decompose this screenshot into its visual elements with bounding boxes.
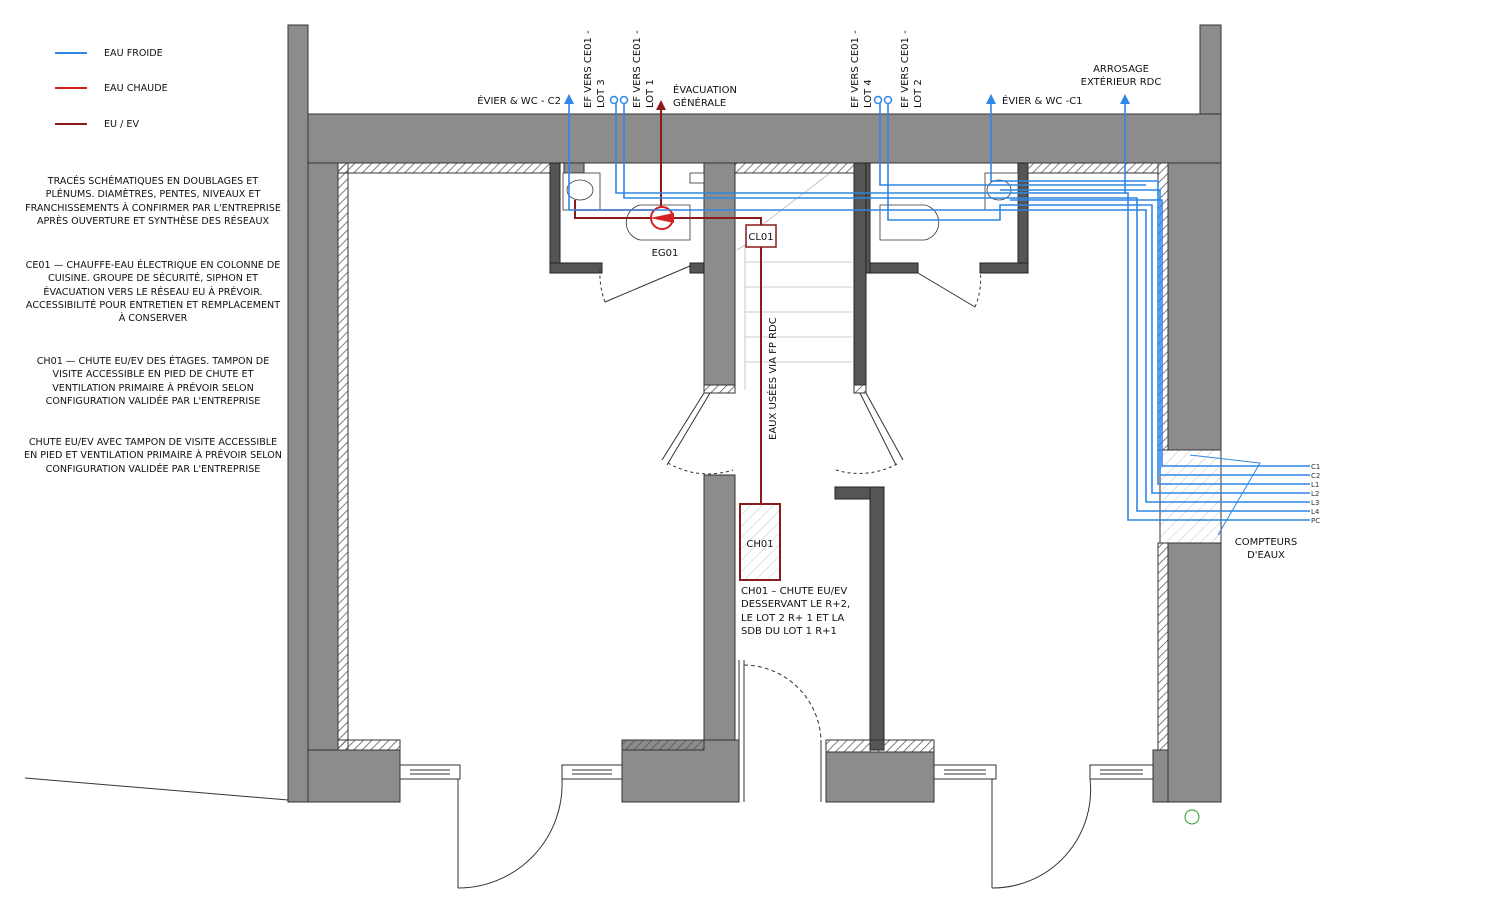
meter-l2: L2 <box>1311 490 1319 498</box>
legend-label: EU / EV <box>104 118 140 130</box>
cold-water-pipes <box>568 103 1310 521</box>
cl01-box <box>745 224 777 248</box>
meter-l4: L4 <box>1311 508 1320 516</box>
evier-wc-c2-label: ÉVIER & WC - C2 <box>477 94 561 107</box>
north-marker <box>1184 809 1200 825</box>
legend-label: EAU FROIDE <box>104 47 163 59</box>
legend-swatch-cold <box>55 52 87 54</box>
eg01-symbol <box>650 213 674 223</box>
stairs <box>736 172 852 390</box>
windows <box>399 449 1222 780</box>
cold-water-arrows <box>564 94 1130 104</box>
compteurs-line2: D'EAUX <box>1247 550 1285 561</box>
ground-line <box>24 777 289 801</box>
evacuation-line2: GÉNÉRALE <box>673 96 726 109</box>
evier-wc-c1-label: ÉVIER & WC -C1 <box>1002 94 1083 107</box>
ef-ce01-lot1-line2: LOT 1 <box>645 79 656 108</box>
evacuation-line1: ÉVACUATION <box>673 83 737 96</box>
legend-swatch-waste <box>55 123 87 125</box>
meter-c2: C2 <box>1311 472 1320 480</box>
compteurs-line1: COMPTEURS <box>1235 537 1298 548</box>
arrosage-line2: EXTÉRIEUR RDC <box>1081 75 1162 88</box>
legend-swatch-hot <box>55 87 87 89</box>
insulation <box>337 162 1169 753</box>
riser-symbols <box>609 95 893 105</box>
meter-c1: C1 <box>1311 463 1320 471</box>
ch01-label: CH01 <box>746 539 773 550</box>
ef-ce01-lot3-line2: LOT 3 <box>596 79 607 108</box>
meter-l3: L3 <box>1311 499 1319 507</box>
meter-lines <box>1189 454 1261 536</box>
legend-label: EAU CHAUDE <box>104 82 168 94</box>
ef-ce01-lot2-line1: EF VERS CE01 - <box>900 30 911 108</box>
legend-item-hot-water: EAU CHAUDE <box>55 82 168 94</box>
arrosage-line1: ARROSAGE <box>1093 64 1149 75</box>
meter-pc: PC <box>1311 517 1320 525</box>
ef-ce01-lot1-line1: EF VERS CE01 - <box>632 30 643 108</box>
evacuation-arrow <box>656 100 666 110</box>
walls <box>287 24 1222 803</box>
note-chute: CHUTE EU/EV AVEC TAMPON DE VISITE ACCESS… <box>24 437 282 475</box>
legend-item-waste: EU / EV <box>55 118 139 130</box>
sanitary-fixtures <box>562 172 1019 241</box>
ch01-shaft <box>739 503 781 581</box>
meter-labels: C1 C2 L1 L2 L3 L4 PC <box>1311 463 1320 525</box>
eg01-label: EG01 <box>652 248 679 259</box>
ef-ce01-lot4-line1: EF VERS CE01 - <box>850 30 861 108</box>
legend-item-cold-water: EAU FROIDE <box>55 47 163 59</box>
doors <box>457 265 1092 889</box>
dark-walls <box>549 162 1029 751</box>
note-general: TRACÉS SCHÉMATIQUES EN DOUBLAGES ET PLÉN… <box>25 176 281 227</box>
ef-ce01-lot2-line2: LOT 2 <box>913 79 924 108</box>
meter-l1: L1 <box>1311 481 1319 489</box>
ch01-note: CH01 – CHUTE EU/EV DESSERVANT LE R+2, LE… <box>741 586 851 637</box>
note-ch01: CH01 — CHUTE EU/EV DES ÉTAGES. TAMPON DE… <box>36 356 270 407</box>
ef-ce01-lot3-line1: EF VERS CE01 - <box>583 30 594 108</box>
cl01-label: CL01 <box>748 232 773 243</box>
note-ce01: CE01 — CHAUFFE-EAU ÉLECTRIQUE EN COLONNE… <box>25 260 281 325</box>
eaux-usees-label: EAUX USÉES VIA FP RDC <box>766 317 779 440</box>
ef-ce01-lot4-line2: LOT 4 <box>863 79 874 108</box>
